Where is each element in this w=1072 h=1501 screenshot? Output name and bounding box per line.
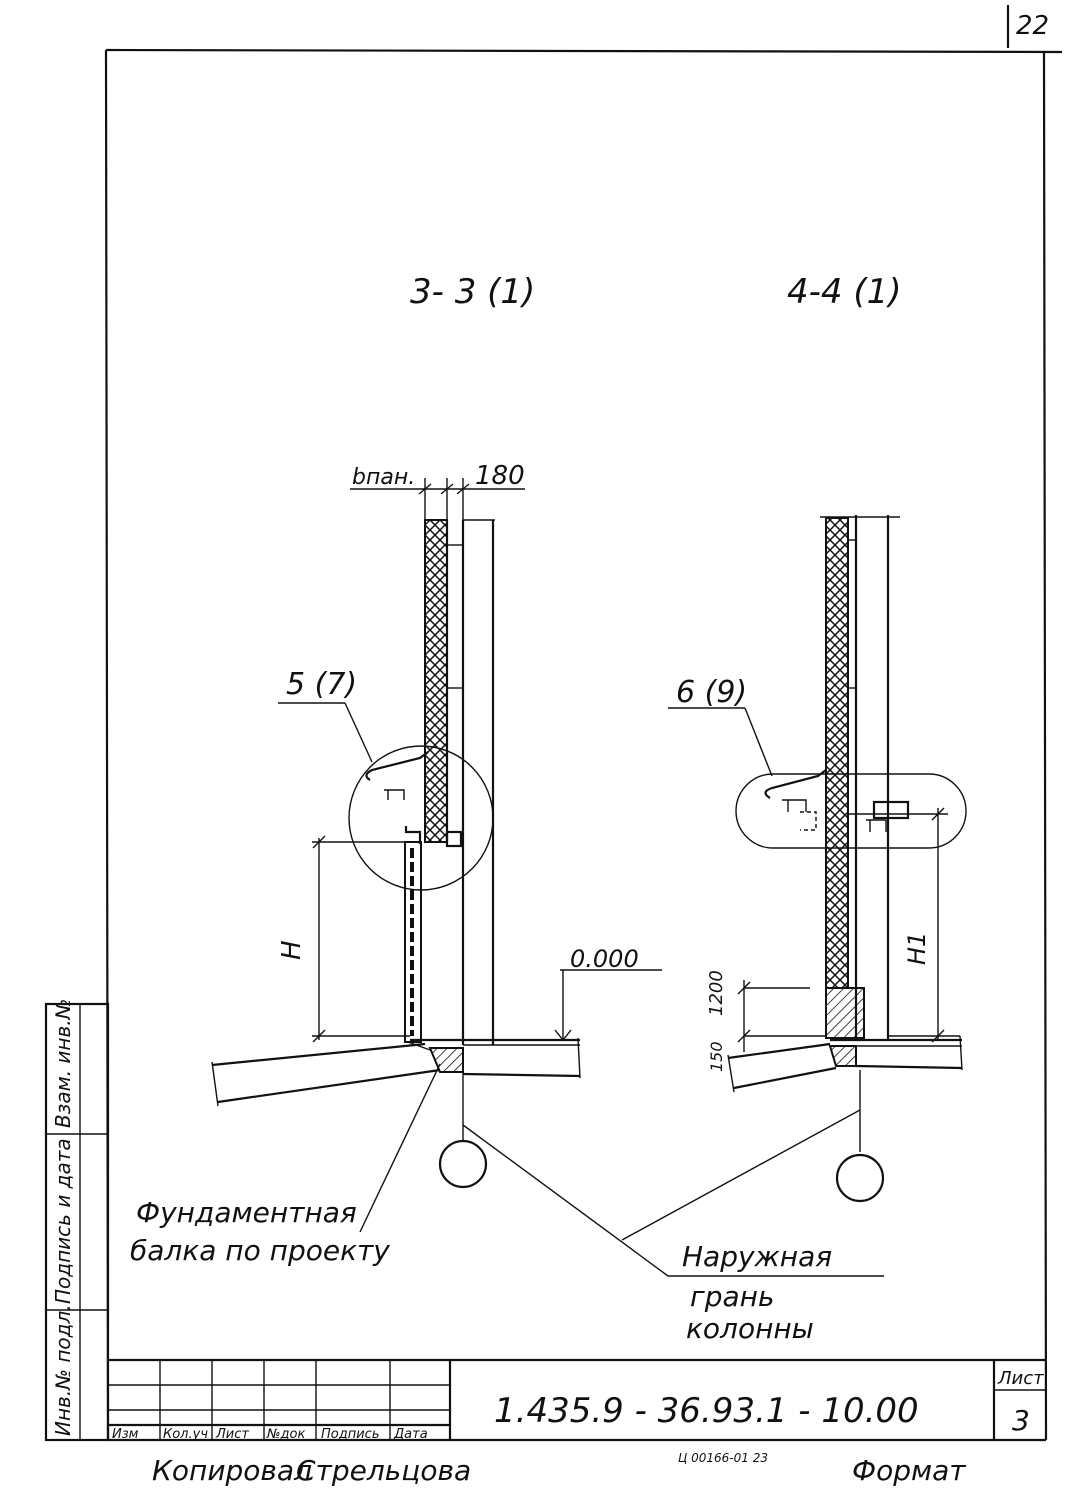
axis-bubble-left (438, 1139, 488, 1189)
footer-small-code: Ц 00166-01 23 (678, 1451, 768, 1465)
note-foundation-2: балка по проекту (130, 1234, 390, 1267)
col-data: Дата (393, 1427, 428, 1442)
sheet-number-top: 22 (1016, 11, 1049, 41)
top-corner: 22 (1006, 5, 1049, 48)
dim-1200: 1200 (706, 970, 727, 1016)
axis-bubble-right (835, 1153, 885, 1203)
title-block: Изм Кол.уч Лист №док Подпись Дата 1.435.… (108, 1358, 1046, 1442)
plinth-block-right (825, 987, 865, 1039)
dim-b-pan: bпан. (352, 465, 415, 490)
note-foundation-1: Фундаментная (136, 1196, 357, 1229)
stamp-inv-podl: Инв.№ подл. (51, 1304, 75, 1436)
stamp-vzam: Взам. инв.№ (51, 999, 75, 1128)
section-3-3: bпан. 180 5 (7) (211, 461, 662, 1189)
col-list: Лист (215, 1427, 249, 1442)
dim-h1-right: H1 (903, 932, 931, 965)
col-podpis: Подпись (321, 1427, 379, 1442)
detail-capsule-right (735, 773, 967, 849)
col-kol: Кол.уч (163, 1427, 208, 1442)
side-stamp: Инв.№ подл. Подпись и дата Взам. инв.№ (44, 999, 110, 1442)
section-title-right: 4-4 (1) (787, 272, 902, 312)
stamp-podpis: Подпись и дата (51, 1138, 75, 1304)
footer-copied: Копировал (152, 1454, 312, 1487)
dim-h-left: H (277, 940, 307, 960)
col-ndok: №док (266, 1427, 305, 1442)
dim-150: 150 (707, 1041, 726, 1072)
sheet-frame (104, 48, 1063, 1441)
wall-panel-right (825, 517, 849, 989)
leader-lines (359, 1063, 884, 1277)
section-4-4: 6 (9) 1200 150 H1 (668, 515, 967, 1203)
section-title-left: 3- 3 (1) (410, 272, 535, 312)
note-outer-3: колонны (686, 1312, 814, 1345)
foundation-beam-left (428, 1047, 464, 1073)
dim-180: 180 (475, 461, 525, 491)
callout-right: 6 (9) (676, 675, 747, 710)
note-outer-2: грань (690, 1280, 774, 1313)
plinth-panel-left (404, 841, 422, 1043)
wall-panel-left (424, 519, 448, 843)
footer-format: Формат (852, 1454, 966, 1487)
sheet-value: 3 (1012, 1404, 1030, 1437)
note-outer-1: Наружная (682, 1240, 832, 1273)
detail-circle-left (348, 745, 494, 891)
footer-copier: Стрельцова (296, 1454, 471, 1487)
callout-left: 5 (7) (286, 667, 357, 702)
document-code: 1.435.9 - 36.93.1 - 10.00 (494, 1391, 919, 1431)
sheet-label: Лист (997, 1368, 1044, 1389)
level-mark: 0.000 (570, 945, 639, 973)
col-izm: Изм (112, 1427, 139, 1442)
foundation-beam-right (828, 1045, 857, 1067)
